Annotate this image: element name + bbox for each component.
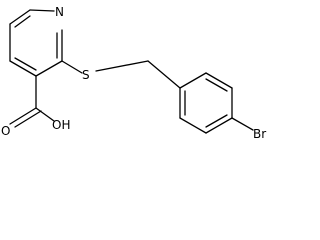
bond-b4-b5-inner	[205, 114, 228, 128]
bond-carbonyl-a	[9, 107, 37, 125]
bond-b5-b6	[179, 117, 207, 134]
bromine-label: Br	[253, 127, 266, 141]
bond-b2-b3-inner	[205, 78, 228, 92]
bond-c6-n1	[29, 9, 55, 12]
carboxylic-acid-group	[9, 75, 55, 128]
bond-ch2-ring	[147, 60, 181, 89]
hydroxyl-label: OH	[52, 118, 70, 132]
bond-c3-c4	[9, 60, 37, 77]
bond-b4-b5	[205, 117, 233, 134]
bond-c3-c4-inner	[14, 57, 37, 71]
bond-c5-c6	[9, 9, 31, 25]
carbonyl-oxygen-label: O	[1, 124, 10, 138]
bond-b4-br	[231, 117, 254, 131]
bond-c2-c3	[35, 60, 63, 77]
bond-c-oh	[35, 107, 55, 122]
pyridine-ring	[9, 9, 63, 77]
thioether-linker	[61, 60, 181, 89]
sulfur-label: S	[82, 68, 90, 82]
benzene-ring	[179, 72, 233, 134]
bond-c5-c6-inner	[14, 15, 31, 28]
molecule-diagram: N S O OH Br	[1, 5, 266, 141]
bond-b2-b3	[205, 72, 233, 89]
bond-b1-b2	[179, 72, 207, 89]
nitrogen-label: N	[55, 5, 64, 19]
bond-c2-s	[61, 60, 83, 74]
bond-s-ch2	[95, 60, 149, 72]
bond-carbonyl-b	[14, 110, 42, 128]
